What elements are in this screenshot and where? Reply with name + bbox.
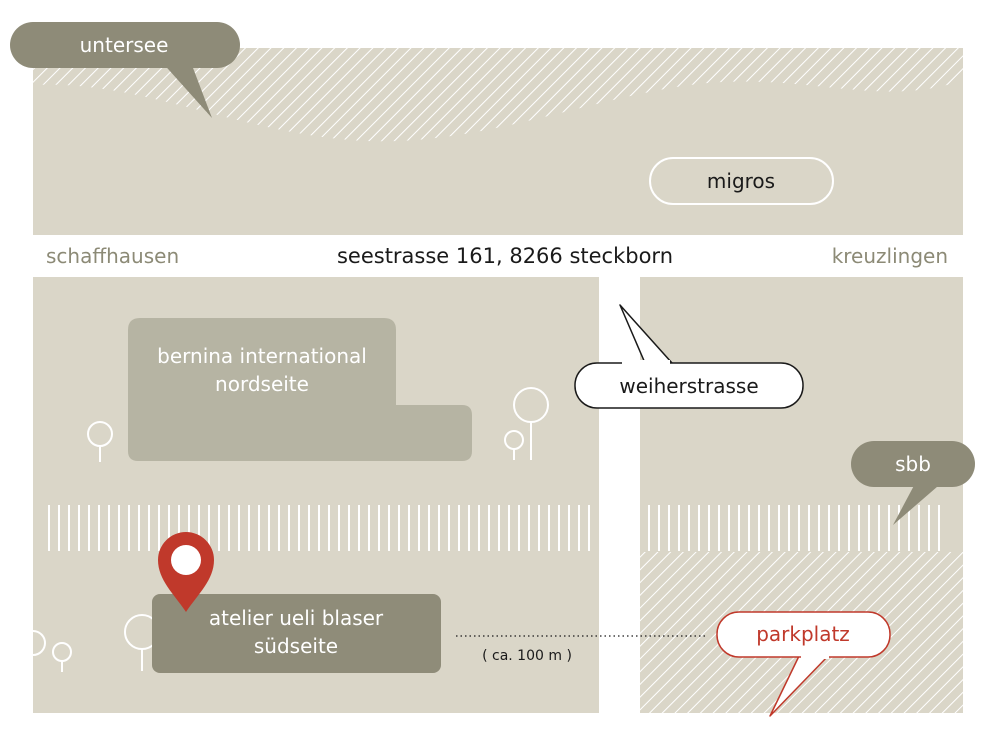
side-street-callout: weiherstrasse bbox=[574, 304, 804, 409]
direction-west-label: schaffhausen bbox=[46, 244, 179, 268]
building-north-line2: nordseite bbox=[215, 372, 309, 396]
tree-icon bbox=[504, 430, 524, 460]
parking-callout[interactable]: parkplatz bbox=[716, 611, 891, 717]
tree-icon bbox=[513, 387, 549, 460]
distance-label: ( ca. 100 m ) bbox=[482, 648, 572, 664]
atelier-line1: atelier ueli blaser bbox=[209, 606, 384, 630]
supermarket-label: migros bbox=[707, 169, 775, 193]
supermarket-marker[interactable]: migros bbox=[649, 157, 834, 205]
tree-icon bbox=[52, 642, 72, 672]
tree-icon bbox=[20, 630, 46, 656]
address-label: seestrasse 161, 8266 steckborn bbox=[337, 244, 673, 268]
railway-track bbox=[48, 505, 940, 551]
side-street-label: weiherstrasse bbox=[619, 374, 758, 398]
direction-east-label: kreuzlingen bbox=[832, 244, 948, 268]
railway-callout: sbb bbox=[851, 441, 975, 525]
lake-area bbox=[33, 48, 963, 235]
lake-callout: untersee bbox=[10, 22, 240, 118]
building-bernina-north[interactable]: bernina international nordseite bbox=[128, 318, 472, 461]
building-north-line1: bernina international bbox=[157, 344, 367, 368]
lake-label: untersee bbox=[80, 33, 169, 57]
tree-icon bbox=[87, 421, 113, 462]
map-pin-icon[interactable] bbox=[158, 532, 214, 612]
parking-label: parkplatz bbox=[756, 622, 850, 646]
atelier-building-south[interactable]: atelier ueli blaser südseite bbox=[152, 594, 441, 673]
atelier-line2: südseite bbox=[254, 634, 338, 658]
railway-label: sbb bbox=[895, 452, 931, 476]
